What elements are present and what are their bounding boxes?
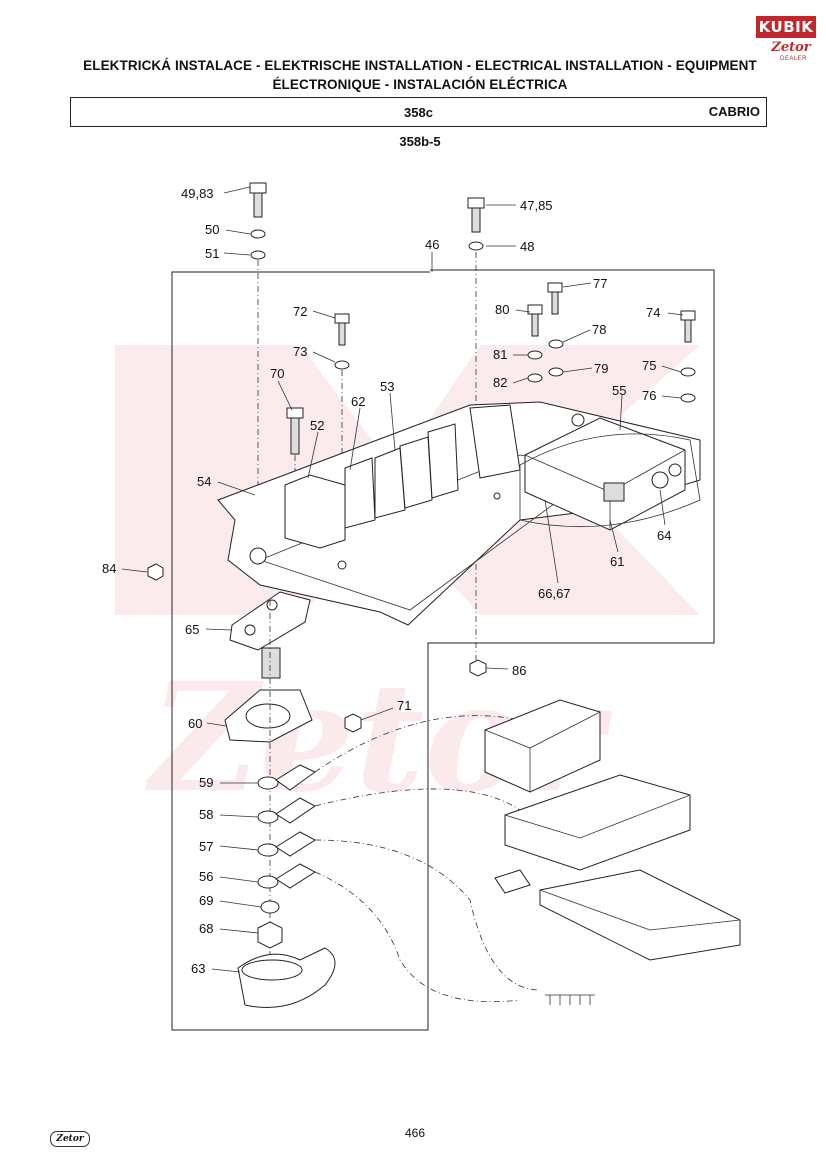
callout-82: 82 [493, 375, 507, 390]
callout-68: 68 [199, 921, 213, 936]
leader-lines [121, 186, 684, 973]
callout-81: 81 [493, 347, 507, 362]
model-code: 358c [404, 105, 433, 120]
callout-labels: 49,83 50 51 47,85 48 46 77 80 78 74 72 7… [102, 186, 671, 976]
callout-63: 63 [191, 961, 205, 976]
callout-75: 75 [642, 358, 656, 373]
cable-lugs [237, 715, 541, 1008]
callout-60: 60 [188, 716, 202, 731]
page-number: 466 [404, 1126, 426, 1140]
callout-56: 56 [199, 869, 213, 884]
callout-80: 80 [495, 302, 509, 317]
callout-54: 54 [197, 474, 211, 489]
logo-tag: DEALER [780, 56, 808, 62]
nuts [147, 563, 487, 733]
callout-66-67: 66,67 [538, 586, 571, 601]
logo-brand: KUBIK [758, 18, 814, 36]
callout-59: 59 [199, 775, 213, 790]
model-variant: CABRIO [708, 104, 760, 119]
callout-64: 64 [657, 528, 671, 543]
callout-61: 61 [610, 554, 624, 569]
callout-55: 55 [612, 383, 626, 398]
callout-76: 76 [642, 388, 656, 403]
page-title-line-2: ÉLECTRONIQUE - INSTALACIÓN ELÉCTRICA [272, 77, 568, 92]
callout-50: 50 [205, 222, 219, 237]
callout-48: 48 [520, 239, 534, 254]
callout-79: 79 [594, 361, 608, 376]
callout-84: 84 [102, 561, 116, 576]
callout-70: 70 [270, 366, 284, 381]
callout-53: 53 [380, 379, 394, 394]
logo-bar [756, 16, 816, 38]
kubik-zetor-logo: KUBIK Zetor DEALER [756, 16, 816, 68]
callout-51: 51 [205, 246, 219, 261]
callout-69: 69 [199, 893, 213, 908]
post-terminal [224, 591, 313, 980]
assembly-frames [171, 269, 715, 1031]
callout-78: 78 [592, 322, 606, 337]
callout-72: 72 [293, 304, 307, 319]
callout-46: 46 [425, 237, 439, 252]
callout-86: 86 [512, 663, 526, 678]
control-unit [519, 413, 701, 531]
logo-sub: Zetor [771, 40, 811, 55]
callout-74: 74 [646, 305, 660, 320]
callout-49-83: 49,83 [181, 186, 214, 201]
figure-code: 358b-5 [399, 134, 441, 149]
callout-77: 77 [593, 276, 607, 291]
page-title-line-1: ELEKTRICKÁ INSTALACE - ELEKTRISCHE INSTA… [83, 58, 757, 73]
footer-zetor-logo: Zetor [50, 1131, 90, 1147]
callout-62: 62 [351, 394, 365, 409]
callout-57: 57 [199, 839, 213, 854]
callout-47-85: 47,85 [520, 198, 553, 213]
model-header-box: 358c CABRIO [70, 97, 767, 127]
callout-71: 71 [397, 698, 411, 713]
callout-58: 58 [199, 807, 213, 822]
battery-and-fuse-boards [484, 699, 741, 1005]
callout-52: 52 [310, 418, 324, 433]
callout-73: 73 [293, 344, 307, 359]
callout-65: 65 [185, 622, 199, 637]
relay-block [284, 404, 521, 549]
